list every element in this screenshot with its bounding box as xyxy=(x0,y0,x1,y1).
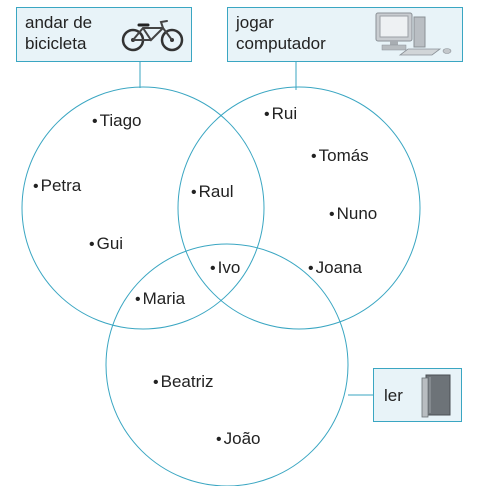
member-name: •Ivo xyxy=(210,258,241,277)
reading-label: ler xyxy=(384,386,403,405)
computer-icon xyxy=(374,11,454,62)
bicycle-circle xyxy=(21,86,265,330)
member-name: •Gui xyxy=(89,234,124,253)
member-name: •Tomás xyxy=(311,146,369,165)
bicycle-label-line2: bicicleta xyxy=(25,34,87,53)
member-name: •Maria xyxy=(135,289,186,308)
member-name: •João xyxy=(216,429,261,448)
computer-circle xyxy=(177,86,421,330)
member-name: •Raul xyxy=(191,182,234,201)
bicycle-icon xyxy=(121,19,185,58)
member-name: •Joana xyxy=(308,258,362,277)
member-name: •Petra xyxy=(33,176,82,195)
computer-set-label: jogar computador xyxy=(227,7,463,62)
book-icon xyxy=(420,374,452,423)
computer-label-line1: jogar xyxy=(236,13,274,32)
reading-set-label: ler xyxy=(373,368,462,422)
member-name: •Tiago xyxy=(92,111,142,130)
bicycle-label-line1: andar de xyxy=(25,13,93,32)
reading-circle xyxy=(105,243,349,486)
member-name: •Nuno xyxy=(329,204,378,223)
bicycle-set-label: andar de bicicleta xyxy=(16,7,192,62)
member-name: •Rui xyxy=(264,104,298,123)
computer-label-line2: computador xyxy=(236,34,326,53)
member-name: •Beatriz xyxy=(153,372,214,391)
